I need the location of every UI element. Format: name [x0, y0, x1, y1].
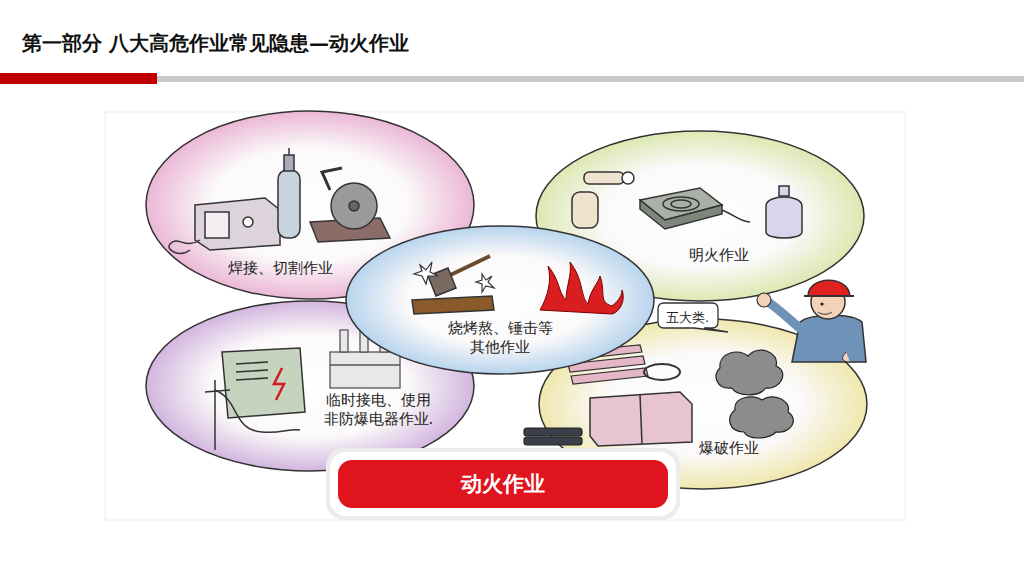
worker [808, 280, 850, 296]
node-label: 焊接、切割作业 [220, 259, 340, 278]
picture-panel [105, 112, 905, 520]
ellipse-outline [146, 301, 474, 471]
button-frame [330, 452, 676, 516]
picture-panel [105, 112, 905, 520]
node-outline [538, 318, 868, 490]
slide-title: 第一部分 八大高危作业常见隐患—动火作业 [22, 30, 409, 57]
speech-bubble: 五大类. [658, 303, 718, 328]
node-label: 临时接电、使用 非防爆电器作业. [311, 391, 446, 429]
category-ellipse: 爆破作业 [538, 318, 868, 490]
worker [820, 302, 823, 305]
node-outline [145, 300, 475, 472]
title-underline [0, 73, 1024, 84]
worker [818, 312, 832, 314]
node-label: 五大类. [666, 310, 709, 326]
node-label: 爆破作业 [691, 439, 766, 458]
title-underline [0, 73, 157, 84]
category-ellipse: 临时接电、使用 非防爆电器作业. [145, 300, 475, 472]
button-frame-shadow [326, 448, 680, 520]
category-ellipse: 明火作业 [535, 130, 865, 302]
category-ellipse: 焊接、切割作业 [145, 110, 475, 300]
node-outline [535, 130, 865, 302]
node-label: 动火作业 [330, 471, 676, 497]
worker [768, 302, 802, 330]
category-ellipse: 烧烤熬、锤击等 其他作业 [345, 225, 655, 375]
node-label: 明火作业 [681, 246, 756, 265]
title-underline [0, 76, 1024, 82]
worker [811, 285, 845, 319]
node-label: 烧烤熬、锤击等 其他作业 [440, 319, 560, 357]
worker [804, 295, 854, 297]
title-button: 动火作业 [330, 452, 676, 516]
ellipse-outline [346, 226, 654, 374]
